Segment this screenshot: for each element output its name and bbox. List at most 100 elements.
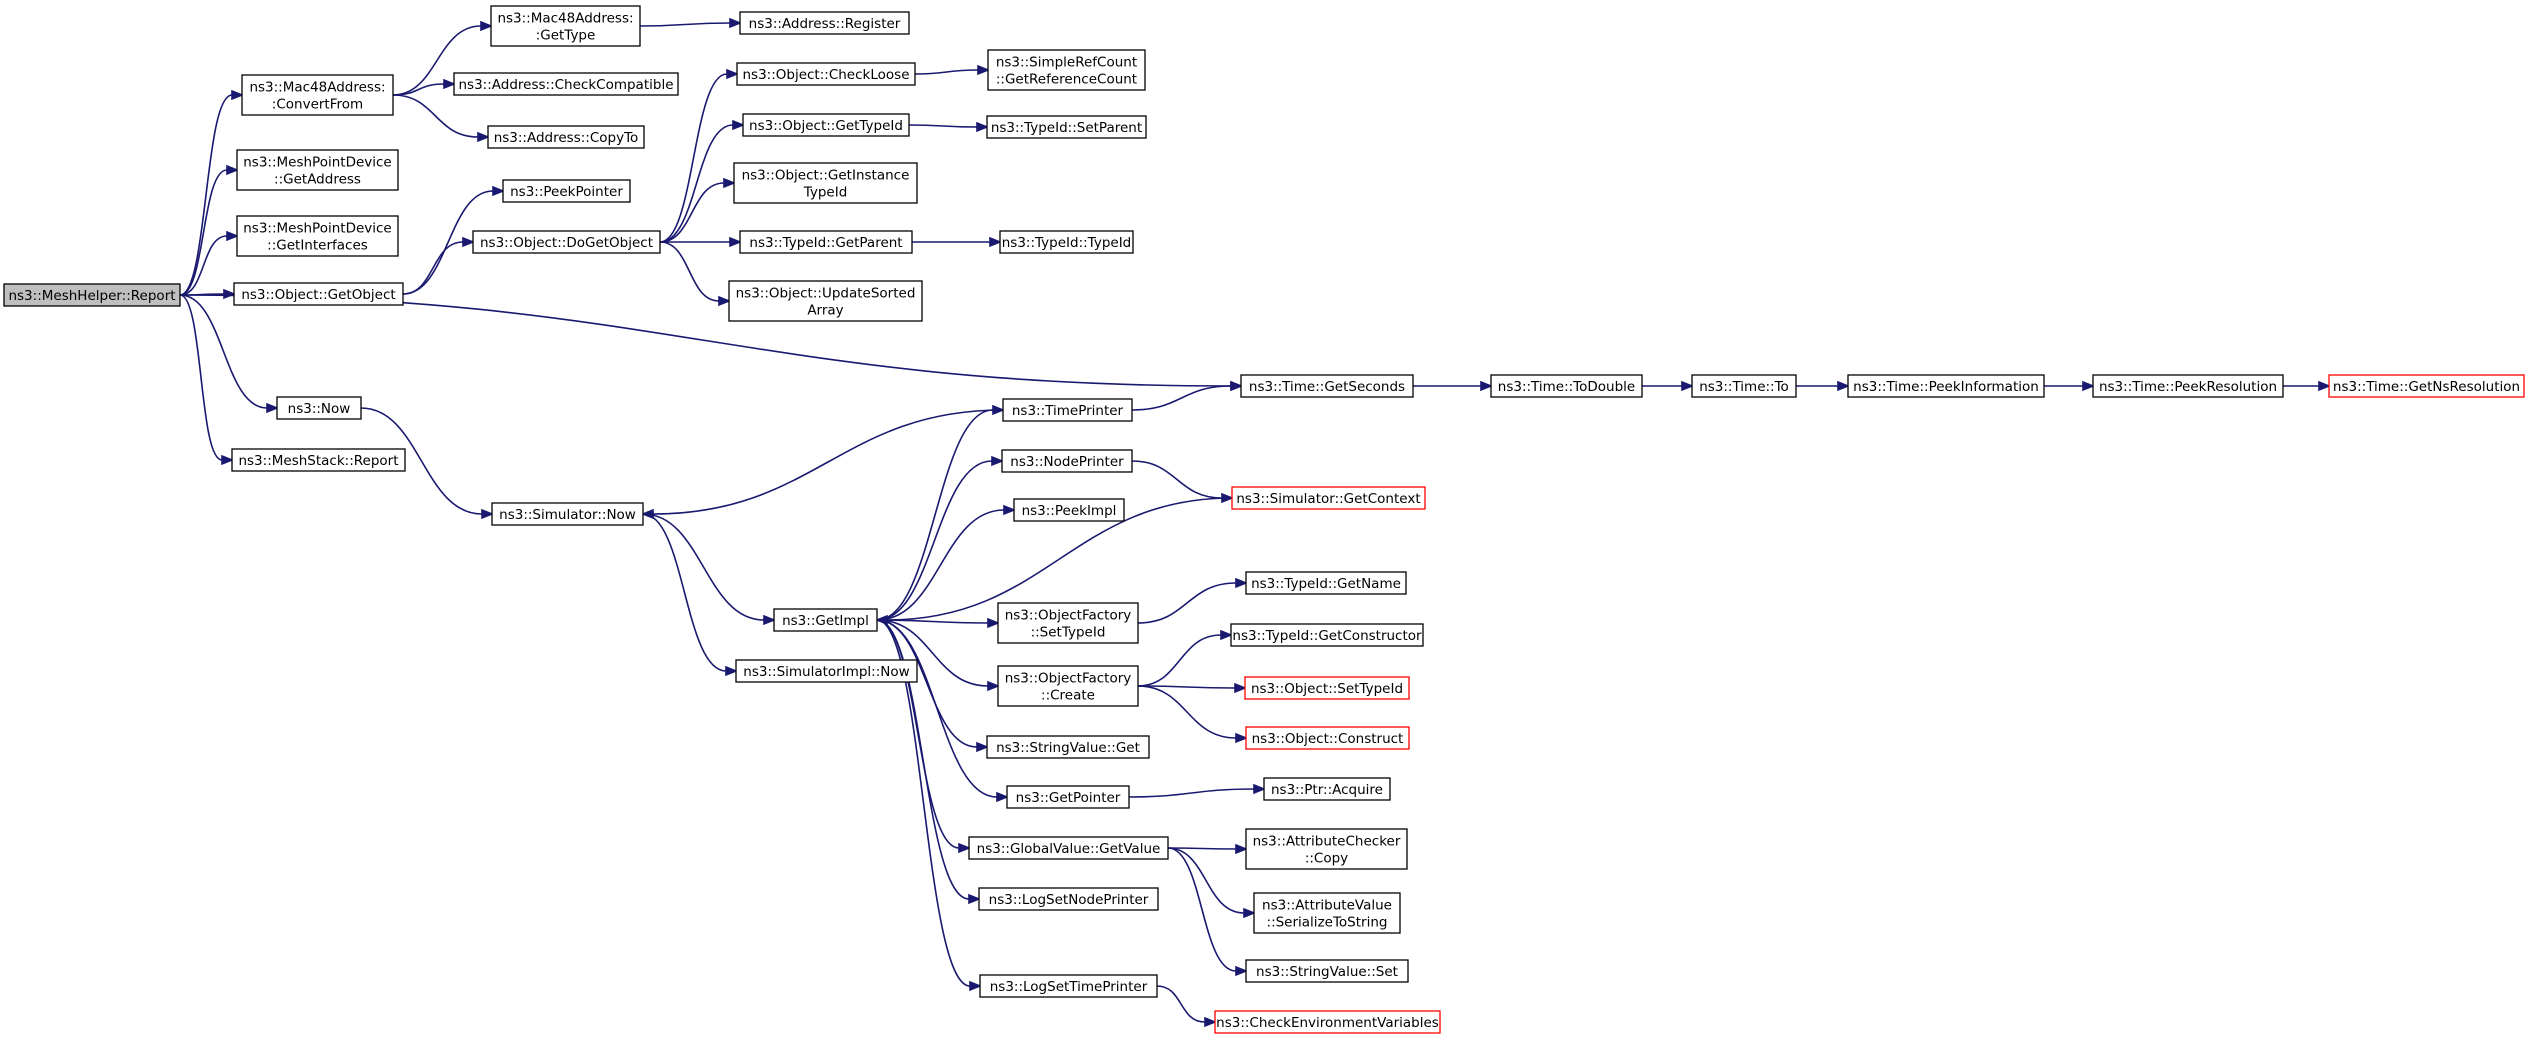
node-now[interactable]: ns3::Now: [276, 396, 362, 420]
node-typeid-getname[interactable]: ns3::TypeId::GetName: [1245, 571, 1407, 595]
edge-line: [642, 513, 765, 621]
node-box: [986, 735, 1150, 759]
edge-dogetobject-to-checkloose: [659, 68, 740, 243]
edge-arrowhead: [1003, 504, 1017, 516]
edge-arrowhead: [492, 185, 506, 197]
node-copyto[interactable]: ns3::Address::CopyTo: [487, 125, 645, 149]
node-checkcompatible[interactable]: ns3::Address::CheckCompatible: [453, 72, 679, 96]
edge-arrowhead: [976, 121, 990, 133]
node-mpd-getinterfaces[interactable]: ns3::MeshPointDevice::GetInterfaces: [236, 215, 399, 257]
node-box: [1253, 892, 1401, 934]
node-address-register[interactable]: ns3::Address::Register: [739, 11, 910, 35]
node-ptr-acquire[interactable]: ns3::Ptr::Acquire: [1263, 777, 1391, 801]
node-report[interactable]: ns3::MeshHelper::Report: [3, 283, 181, 307]
node-object-construct[interactable]: ns3::Object::Construct: [1245, 726, 1410, 750]
node-of-settypeid[interactable]: ns3::ObjectFactory::SetTypeId: [997, 602, 1139, 644]
node-attributevalue-serialize[interactable]: ns3::AttributeValue::SerializeToString: [1253, 892, 1401, 934]
node-stringvalue-get[interactable]: ns3::StringValue::Get: [986, 735, 1150, 759]
node-box: [453, 72, 679, 96]
node-time-getseconds[interactable]: ns3::Time::GetSeconds: [1240, 374, 1414, 398]
edge-line: [1167, 847, 1245, 914]
edge-line: [392, 94, 479, 138]
node-label: ns3::AttributeValue: [1262, 898, 1392, 914]
edge-line: [179, 294, 268, 409]
node-label: ns3::TypeId::TypeId: [1002, 235, 1132, 251]
node-label: ns3::CheckEnvironmentVariables: [1216, 1015, 1439, 1031]
node-time-peekresolution[interactable]: ns3::Time::PeekResolution: [2092, 374, 2284, 398]
node-label: ns3::LogSetTimePrinter: [990, 979, 1148, 995]
node-label: ns3::StringValue::Get: [996, 740, 1140, 756]
edge-globalvalue-getvalue-to-stringvalue-set: [1167, 847, 1249, 977]
node-object-settypeid[interactable]: ns3::Object::SetTypeId: [1244, 676, 1410, 700]
node-logsetnodeprinter[interactable]: ns3::LogSetNodePrinter: [978, 887, 1159, 911]
node-box: [1240, 374, 1414, 398]
node-dogetobject[interactable]: ns3::Object::DoGetObject: [472, 230, 661, 254]
node-box: [236, 215, 399, 257]
node-mac48-gettype[interactable]: ns3::Mac48Address::GetType: [490, 5, 641, 47]
node-getreferencecount[interactable]: ns3::SimpleRefCount::GetReferenceCount: [987, 49, 1146, 91]
node-typeid-setparent[interactable]: ns3::TypeId::SetParent: [986, 115, 1147, 139]
edge-getimpl-to-nodeprinter: [876, 455, 1005, 621]
node-simulator-getcontext[interactable]: ns3::Simulator::GetContext: [1231, 486, 1426, 510]
edge-time-todouble-to-time-to: [1642, 380, 1695, 392]
edge-dogetobject-to-typeid-getparent: [659, 236, 743, 248]
node-obj-gettypeid[interactable]: ns3::Object::GetTypeId: [742, 113, 910, 137]
node-typeid-getconstructor[interactable]: ns3::TypeId::GetConstructor: [1230, 623, 1424, 647]
node-label: ::GetReferenceCount: [996, 72, 1137, 88]
edge-arrowhead: [1837, 380, 1851, 392]
edge-arrowhead: [763, 614, 777, 626]
node-checkenvvars[interactable]: ns3::CheckEnvironmentVariables: [1214, 1010, 1441, 1034]
node-nodeprinter[interactable]: ns3::NodePrinter: [1001, 449, 1133, 473]
node-attributechecker-copy[interactable]: ns3::AttributeChecker::Copy: [1245, 828, 1408, 870]
node-box: [739, 230, 913, 254]
node-getimpl[interactable]: ns3::GetImpl: [773, 608, 878, 632]
node-getpointer[interactable]: ns3::GetPointer: [1006, 785, 1130, 809]
node-peekpointer[interactable]: ns3::PeekPointer: [502, 179, 631, 203]
node-convertfrom[interactable]: ns3::Mac48Address::ConvertFrom: [241, 74, 394, 116]
node-getobject[interactable]: ns3::Object::GetObject: [233, 282, 404, 306]
node-label: ns3::Address::CopyTo: [494, 130, 639, 146]
node-time-to[interactable]: ns3::Time::To: [1691, 374, 1797, 398]
node-globalvalue-getvalue[interactable]: ns3::GlobalValue::GetValue: [968, 836, 1169, 860]
node-stringvalue-set[interactable]: ns3::StringValue::Set: [1245, 959, 1409, 983]
node-box: [2328, 374, 2525, 398]
edge-checkloose-to-getreferencecount: [914, 64, 991, 76]
node-time-peekinformation[interactable]: ns3::Time::PeekInformation: [1847, 374, 2045, 398]
node-time-getnsresolution[interactable]: ns3::Time::GetNsResolution: [2328, 374, 2525, 398]
node-typeid-getparent[interactable]: ns3::TypeId::GetParent: [739, 230, 913, 254]
edge-arrowhead: [221, 454, 235, 466]
node-label: ns3::Object::GetTypeId: [749, 118, 903, 134]
edge-getimpl-to-peekimpl: [876, 504, 1017, 621]
edge-time-peekresolution-to-time-getnsresolution: [2283, 380, 2332, 392]
edge-arrowhead: [1235, 965, 1249, 977]
edge-arrowhead: [1681, 380, 1695, 392]
node-box: [1013, 498, 1125, 522]
node-box: [978, 887, 1159, 911]
node-box: [1263, 777, 1391, 801]
edge-arrowhead: [991, 455, 1005, 467]
node-typeid-typeid[interactable]: ns3::TypeId::TypeId: [999, 230, 1134, 254]
edge-report-to-now: [179, 294, 280, 414]
node-box: [487, 125, 645, 149]
node-checkloose[interactable]: ns3::Object::CheckLoose: [736, 62, 916, 86]
edge-convertfrom-to-checkcompatible: [392, 78, 457, 96]
node-box: [728, 280, 923, 322]
node-simulatorimpl-now[interactable]: ns3::SimulatorImpl::Now: [735, 659, 918, 683]
edge-arrowhead: [481, 508, 495, 520]
node-timeprinter[interactable]: ns3::TimePrinter: [1002, 398, 1133, 422]
node-peekimpl[interactable]: ns3::PeekImpl: [1013, 498, 1125, 522]
node-label: ::Create: [1041, 688, 1095, 704]
node-meshstack-report[interactable]: ns3::MeshStack::Report: [231, 448, 406, 472]
edge-arrowhead: [732, 119, 746, 131]
node-of-create[interactable]: ns3::ObjectFactory::Create: [997, 665, 1139, 707]
node-logsettimeprinter[interactable]: ns3::LogSetTimePrinter: [979, 974, 1158, 998]
node-label: ns3::MeshPointDevice: [243, 221, 392, 237]
node-mpd-getaddress[interactable]: ns3::MeshPointDevice::GetAddress: [236, 149, 399, 191]
node-box: [1245, 959, 1409, 983]
node-simulator-now[interactable]: ns3::Simulator::Now: [491, 502, 644, 526]
node-time-todouble[interactable]: ns3::Time::ToDouble: [1490, 374, 1643, 398]
edge-arrowhead: [992, 404, 1006, 416]
edge-report-to-mpd-getaddress: [179, 164, 240, 296]
